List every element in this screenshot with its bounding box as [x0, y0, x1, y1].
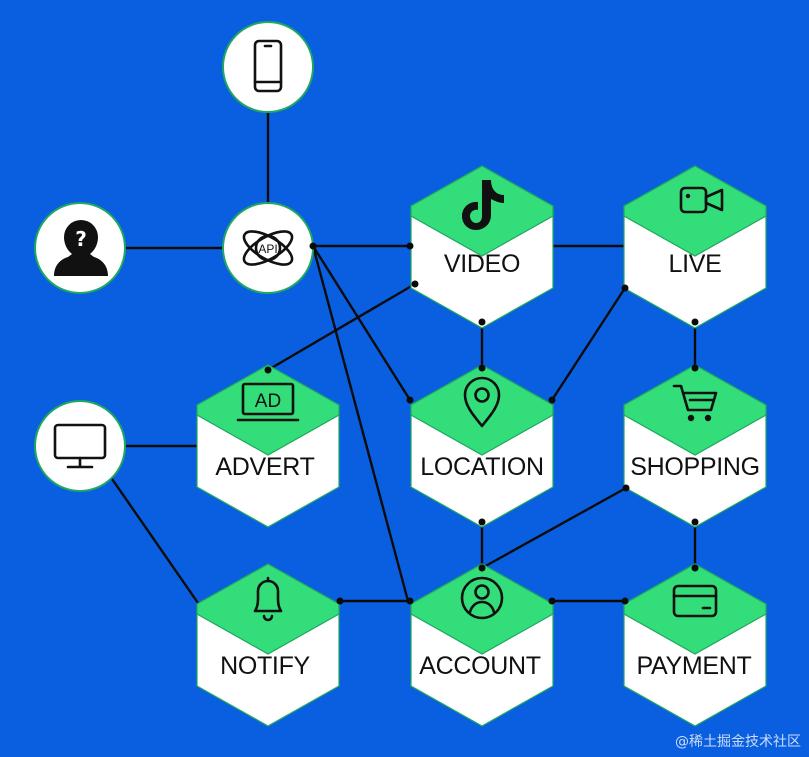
- edge-desktop-notify: [109, 475, 199, 604]
- api-icon-text: API: [258, 242, 277, 256]
- smartphone-icon: [253, 39, 283, 93]
- location-pin-icon: [463, 376, 501, 428]
- node-payment-label: PAYMENT: [636, 652, 751, 680]
- credit-card-icon: [672, 584, 718, 618]
- node-advert-label: ADVERT: [215, 453, 314, 481]
- svg-text:?: ?: [75, 227, 87, 251]
- node-phone[interactable]: [222, 21, 314, 113]
- shopping-cart-icon: [672, 384, 718, 422]
- node-notify[interactable]: NOTIFY: [196, 563, 340, 727]
- edge-video-advert: [267, 282, 416, 372]
- node-user[interactable]: ?: [34, 202, 126, 294]
- node-payment[interactable]: PAYMENT: [623, 563, 767, 727]
- edge-api-account: [311, 245, 410, 602]
- node-notify-label: NOTIFY: [220, 652, 310, 680]
- connection-dots: [264, 242, 699, 605]
- node-live-label: LIVE: [669, 250, 722, 278]
- tiktok-icon: [462, 180, 504, 230]
- ad-icon: AD: [236, 382, 300, 422]
- edges: [109, 112, 697, 604]
- api-icon: API: [242, 230, 294, 266]
- bell-icon: [253, 576, 283, 622]
- node-shopping-label: SHOPPING: [630, 453, 760, 481]
- node-location-label: LOCATION: [420, 453, 544, 481]
- node-account-label: ACCOUNT: [419, 652, 541, 680]
- user-circle-icon: [460, 576, 504, 620]
- node-video[interactable]: VIDEO: [410, 165, 554, 329]
- monitor-icon: [53, 423, 107, 469]
- node-advert[interactable]: AD ADVERT: [196, 364, 340, 528]
- node-shopping[interactable]: SHOPPING: [623, 364, 767, 528]
- user-question-icon: ?: [54, 220, 108, 276]
- watermark: @稀土掘金技术社区: [675, 734, 801, 750]
- node-account[interactable]: ACCOUNT: [410, 563, 554, 727]
- node-video-label: VIDEO: [444, 250, 520, 278]
- node-desktop[interactable]: [34, 400, 126, 492]
- node-api[interactable]: API: [222, 202, 314, 294]
- video-camera-icon: [679, 186, 724, 214]
- edge-api-location: [311, 245, 412, 401]
- ad-icon-text: AD: [255, 391, 281, 412]
- edge-live-location: [550, 287, 627, 401]
- node-live[interactable]: LIVE: [623, 165, 767, 329]
- edge-shopping-account: [481, 486, 627, 570]
- node-location[interactable]: LOCATION: [410, 364, 554, 528]
